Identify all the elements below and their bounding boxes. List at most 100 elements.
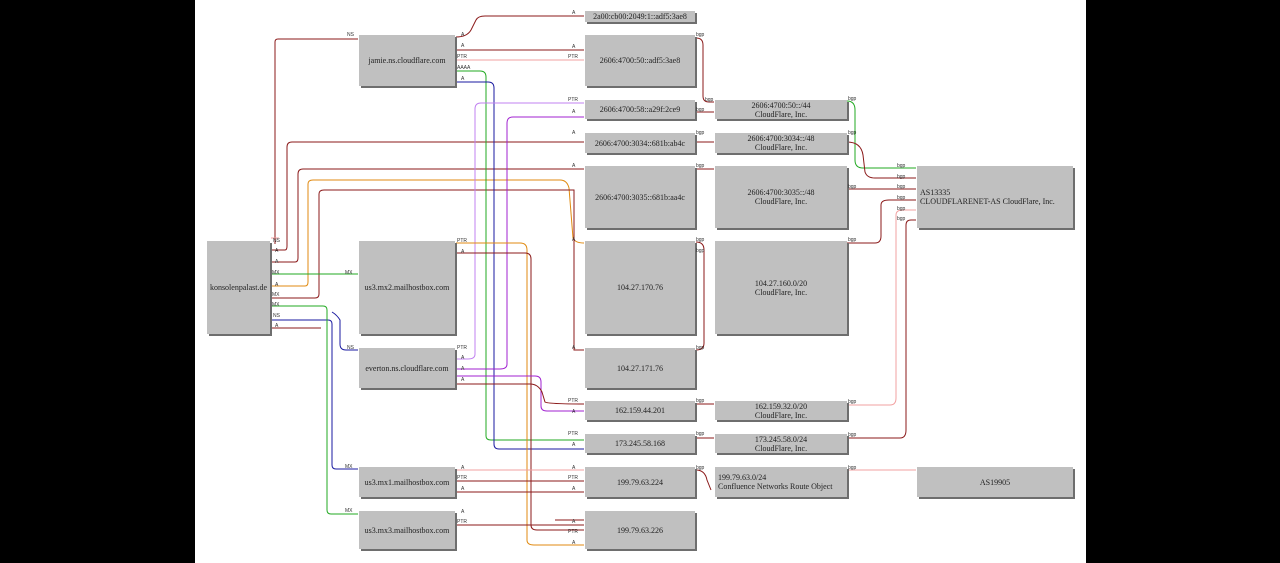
edge-label-a: A [461, 465, 465, 471]
edge-label-a: A [572, 130, 576, 136]
edge-pfx-e-as [847, 209, 916, 406]
edge-jamie-ip4-d [456, 70, 584, 441]
edge-apex-ip4-b [271, 189, 584, 351]
node-mx3[interactable]: us3.mx3.mailhostbox.com [359, 511, 455, 549]
node-ip4-b[interactable]: 104.27.171.76 [585, 348, 695, 388]
node-prefix-a-line1: 2606:4700:50::/44 [751, 100, 811, 110]
node-ns-everton[interactable]: everton.ns.cloudflare.com [359, 348, 455, 388]
node-ns-everton-label: everton.ns.cloudflare.com [365, 363, 449, 373]
edge-label-bgp: bgp [848, 465, 857, 471]
node-ip4-d-label: 173.245.58.168 [615, 439, 665, 448]
node-mx2-label: us3.mx2.mailhostbox.com [364, 283, 450, 292]
edge-label-a: A [275, 248, 279, 254]
edge-label-mx: MX [272, 302, 280, 308]
node-apex-label: konsolenpalast.de [209, 283, 268, 292]
edge-label-bgp: bgp [897, 216, 906, 222]
node-apex-domain[interactable]: konsolenpalast.de [207, 241, 270, 334]
edge-mx2-ptr [456, 242, 584, 546]
node-ip4-f[interactable]: 199.79.63.226 [585, 511, 695, 549]
node-ip4-c[interactable]: 162.159.44.201 [585, 401, 695, 420]
edge-label-ns: NS [273, 313, 280, 319]
edge-label-bgp: bgp [696, 163, 705, 169]
node-prefix-g-line1: 199.79.63.0/24 [718, 473, 767, 482]
edge-apex-ns-everton [331, 311, 358, 351]
node-ip6-a[interactable]: 2a00:cb00:2049:1::adf5:3ae8 [585, 11, 695, 22]
edge-label-a: A [461, 377, 465, 383]
edge-label-bgp: bgp [696, 431, 705, 437]
edge-label-a: A [461, 32, 465, 38]
edge-label-a: A [461, 509, 465, 515]
edge-label-bgp: bgp [848, 399, 857, 405]
edge-label-bgp: bgp [848, 432, 857, 438]
node-as-cloudflare-line2: CLOUDFLARENET-AS CloudFlare, Inc. [920, 197, 1055, 206]
edge-layer [271, 15, 916, 546]
edge-label-mx: MX [345, 270, 353, 276]
edge-label-aaaa: AAAA [457, 65, 471, 71]
node-ip6-b-label: 2606:4700:50::adf5:3ae8 [599, 56, 681, 65]
node-prefix-g-line2: Confluence Networks Route Object [718, 482, 833, 491]
node-ns-jamie[interactable]: jamie.ns.cloudflare.com [359, 35, 455, 86]
edge-label-a: A [572, 345, 576, 351]
edge-label-bgp: bgp [696, 237, 705, 243]
node-ip6-b[interactable]: 2606:4700:50::adf5:3ae8 [585, 35, 695, 86]
edge-label-bgp: bgp [848, 184, 857, 190]
edge-label-bgp: bgp [848, 96, 857, 102]
edge-label-ptr: PTR [457, 345, 467, 351]
edge-label-a: A [461, 76, 465, 82]
edge-label-ptr: PTR [457, 519, 467, 525]
edge-pfx-b-as [846, 141, 916, 179]
edge-label-a: A [275, 282, 279, 288]
edge-label-a: A [461, 486, 465, 492]
edge-label-a: A [275, 323, 279, 329]
edge-everton-a [456, 383, 585, 405]
edge-label-bgp: bgp [705, 97, 714, 103]
edge-label-bgp: bgp [696, 465, 705, 471]
node-ip6-c-label: 2606:4700:58::a29f:2ce9 [599, 105, 681, 114]
edge-label-bgp: bgp [696, 398, 705, 404]
node-prefix-b-line2: CloudFlare, Inc. [754, 143, 808, 152]
node-prefix-e-line2: CloudFlare, Inc. [754, 410, 808, 420]
edge-pfx-a-as [846, 100, 916, 169]
edge-everton-ip4-c [456, 375, 584, 412]
edge-label-ptr: PTR [457, 54, 467, 60]
edge-mx2-a [456, 252, 584, 531]
edge-label-a: A [461, 249, 465, 255]
edge-label-a: A [572, 409, 576, 415]
node-as-cloudflare-line1: AS13335 [920, 188, 951, 197]
edge-ip4-a-pfx-d [695, 241, 705, 351]
node-ip6-e[interactable]: 2606:4700:3035::681b:aa4c [585, 166, 695, 228]
edge-label-a: A [461, 355, 465, 361]
node-prefix-c-line1: 2606:4700:3035::/48 [747, 188, 815, 197]
edge-label-ptr: PTR [568, 398, 578, 404]
edge-pfx-f-as [847, 219, 916, 439]
node-ip4-a[interactable]: 104.27.170.76 [585, 241, 695, 334]
node-mx2[interactable]: us3.mx2.mailhostbox.com [359, 241, 455, 334]
node-prefix-f-line2: CloudFlare, Inc. [754, 443, 808, 453]
edge-label-bgp: bgp [848, 130, 857, 136]
node-ip4-b-label: 104.27.171.76 [617, 363, 663, 373]
node-ip6-d[interactable]: 2606:4700:3034::681b:ab4c [585, 133, 695, 153]
edge-label-bgp: bgp [696, 345, 705, 351]
node-mx1[interactable]: us3.mx1.mailhostbox.com [359, 467, 455, 497]
node-mx3-label: us3.mx3.mailhostbox.com [364, 525, 450, 535]
edge-label-bgp: bgp [848, 237, 857, 243]
edge-label-a: A [572, 237, 576, 243]
node-ip4-e[interactable]: 199.79.63.224 [585, 467, 695, 497]
edge-apex-ip6-e [271, 168, 584, 263]
edge-apex-mx1 [271, 319, 358, 470]
node-ip4-d[interactable]: 173.245.58.168 [585, 434, 695, 453]
node-ip6-c[interactable]: 2606:4700:58::a29f:2ce9 [585, 100, 695, 119]
edge-label-a: A [461, 366, 465, 372]
edge-apex-ip6-d [271, 141, 584, 251]
edge-pfx-d-as [847, 199, 916, 244]
edge-label-ns: NS [347, 345, 354, 351]
node-as-confluence[interactable]: AS19905 [917, 467, 1073, 497]
